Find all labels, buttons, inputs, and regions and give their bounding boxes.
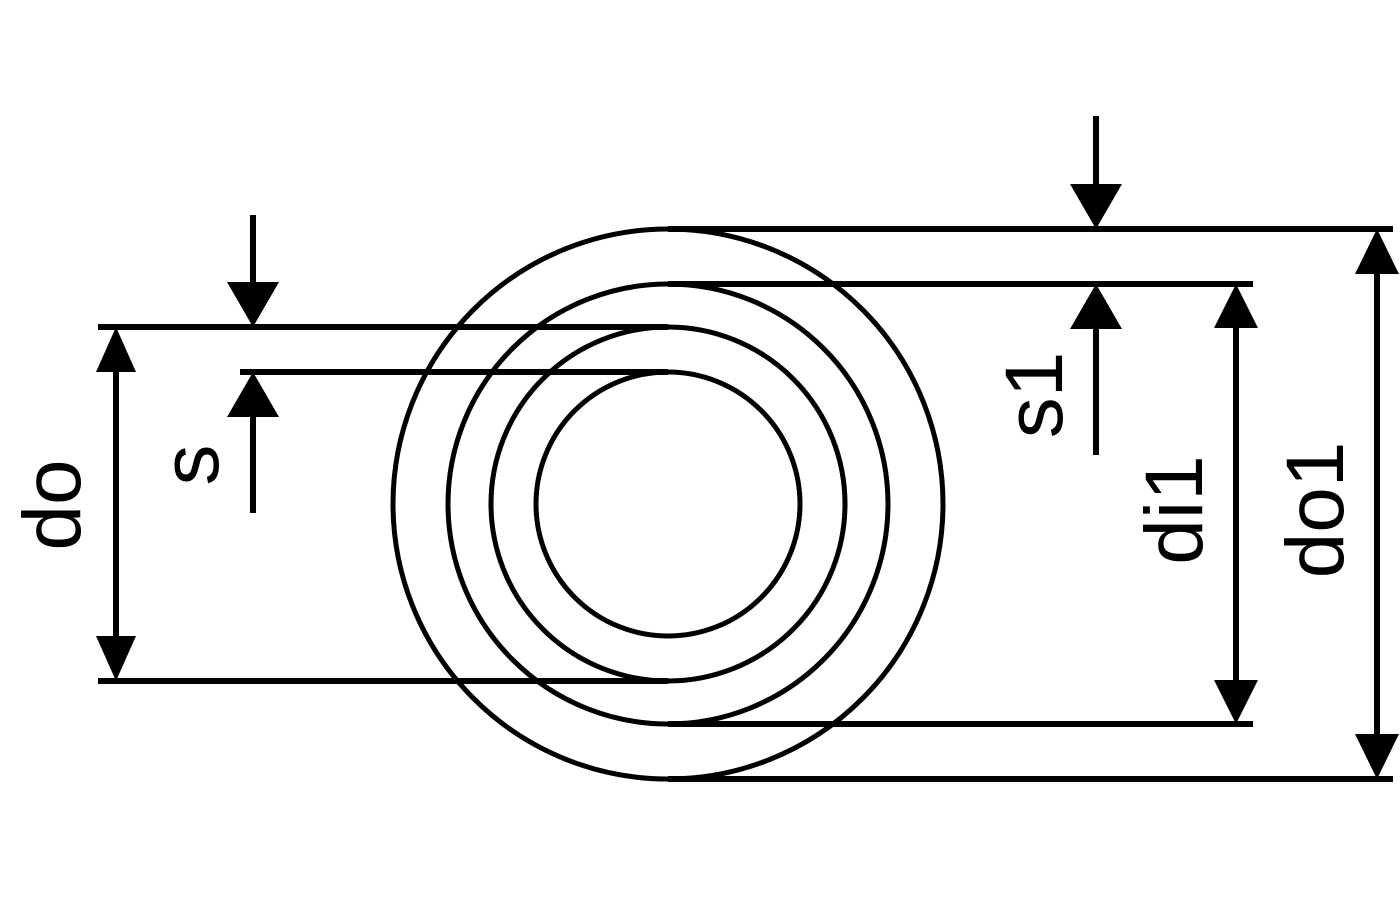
s-dimension: s — [145, 215, 279, 513]
s-bottom-arrowhead — [227, 372, 279, 417]
circle-do — [488, 324, 848, 684]
do1-dimension: do1 — [1270, 229, 1399, 779]
di1-bottom-arrowhead — [1214, 680, 1258, 724]
do1-top-arrowhead — [1355, 229, 1399, 274]
di1-label: di1 — [1129, 455, 1220, 564]
do1-label: do1 — [1270, 442, 1361, 579]
s1-label: s1 — [989, 352, 1080, 439]
s1-dimension: s1 — [989, 116, 1122, 455]
s-top-arrowhead — [227, 282, 279, 327]
circle-di1 — [445, 281, 891, 727]
do-dimension: do — [7, 327, 136, 681]
s-label: s — [145, 445, 236, 486]
concentric-circles — [390, 226, 946, 782]
do-top-arrowhead — [96, 327, 136, 372]
s1-bottom-arrowhead — [1070, 284, 1122, 329]
do-label: do — [7, 459, 98, 550]
do1-bottom-arrowhead — [1355, 734, 1399, 779]
left-extension-lines — [98, 324, 668, 684]
di1-top-arrowhead — [1214, 284, 1258, 328]
s1-top-arrowhead — [1070, 184, 1122, 229]
right-extension-lines — [668, 226, 1393, 782]
di1-dimension: di1 — [1129, 284, 1258, 724]
do-bottom-arrowhead — [96, 636, 136, 681]
outer-circle-do1 — [390, 226, 946, 782]
inner-circle-di — [533, 369, 803, 639]
